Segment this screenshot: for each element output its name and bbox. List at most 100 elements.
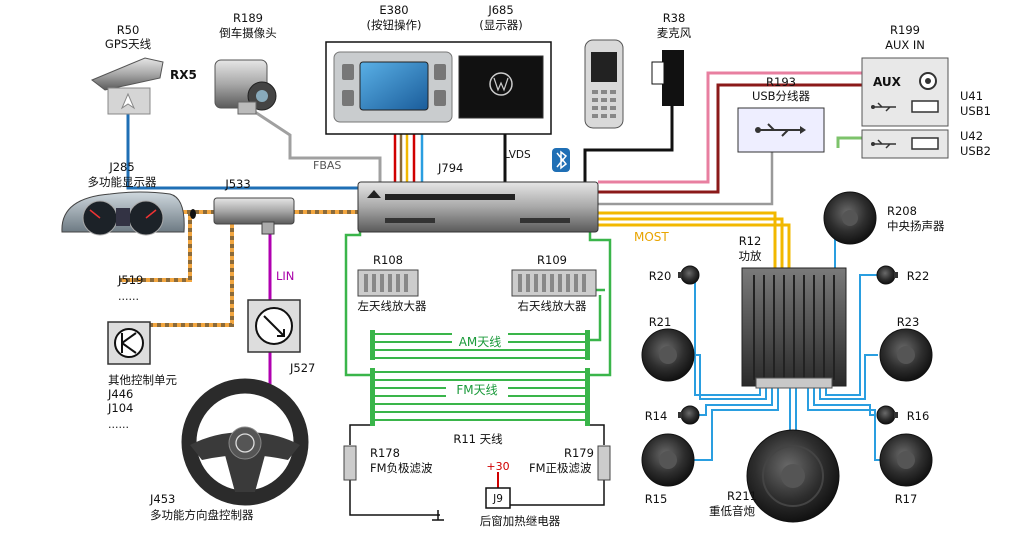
r50-name: GPS天线: [105, 37, 152, 51]
aux-usb-module-r199: AUX R199 AUX IN: [861, 23, 949, 127]
speaker-r17-cone: [897, 451, 915, 469]
control-unit-icon: [114, 328, 144, 358]
r38-code: R38: [663, 11, 686, 25]
fm-busbar-left: [370, 368, 375, 426]
u41-code: U41: [960, 89, 983, 103]
r50-code: R50: [117, 23, 140, 37]
j685-name: (显示器): [479, 18, 522, 32]
mic-body: [662, 50, 684, 106]
lin-label: LIN: [276, 269, 294, 283]
j285-name: 多功能显示器: [88, 175, 157, 189]
vw-logo-icon: [489, 72, 513, 96]
r208-code: R208: [887, 204, 917, 218]
subwoofer-r211-cone: [781, 464, 805, 488]
others-code-1: J446: [107, 387, 133, 401]
r109-name: 右天线放大器: [518, 299, 587, 313]
r211-code: R211: [727, 489, 757, 503]
wheel-lower-spoke: [225, 455, 265, 492]
tweeter-r14-icon: [680, 405, 700, 425]
wheel-hub: [228, 426, 262, 460]
can-splice-dot: [190, 209, 196, 219]
am-wire: [588, 295, 602, 342]
nav-arrow-icon: [120, 92, 136, 110]
j9-code: J9: [492, 493, 503, 505]
lvds-label: LVDS: [504, 149, 531, 161]
usb-hub-wire: [598, 152, 774, 206]
usb-icon-1: [871, 102, 896, 112]
head-unit-j794: [357, 181, 599, 233]
tweeter-r16-tab: [894, 412, 898, 418]
j794-code: J794: [437, 161, 463, 175]
e380-name: (按钮操作): [367, 18, 422, 32]
r178-code: R178: [370, 446, 400, 460]
r21-code: R21: [649, 315, 672, 329]
r109-fins: [518, 274, 586, 292]
r193-name: USB分线器: [752, 89, 811, 103]
most-wire-c: [598, 223, 791, 268]
u42-name: USB2: [960, 144, 991, 158]
aux-panel: [861, 57, 949, 127]
gps-antenna-r50: R50 GPS天线 RX5: [91, 23, 197, 115]
r179-code: R179: [564, 446, 594, 460]
r199-code: R199: [890, 23, 920, 37]
j9-name: 后窗加热继电器: [480, 514, 561, 528]
r178-wire: [349, 424, 440, 516]
aux-jack-hole: [925, 78, 931, 84]
rear-heater-relay-j9: +30 J9 后窗加热继电器: [480, 460, 561, 528]
sd-slot-1: [385, 218, 435, 223]
usb-icon-2: [871, 139, 896, 149]
cluster-center-display: [116, 208, 130, 226]
subwoofer-r211-surround: [762, 445, 824, 507]
tweeter-r16-icon: [876, 405, 896, 425]
usb-hub-r193: R193 USB分线器: [737, 75, 825, 153]
gauge-needles: [89, 209, 157, 219]
others-code-2: J104: [107, 401, 133, 415]
usb-port-1: [911, 100, 939, 113]
e380-code: E380: [379, 3, 408, 17]
camera-connector: [237, 101, 257, 115]
r189-code: R189: [233, 11, 263, 25]
r17-code: R17: [895, 492, 918, 506]
fm-antenna-lines: [374, 371, 586, 421]
aux-wire: [598, 83, 862, 194]
gateway-connector: [261, 221, 275, 235]
am-busbar-right: [585, 330, 590, 360]
cd-slot: [385, 194, 515, 200]
speaker-r15-cone: [659, 451, 677, 469]
bluetooth-icon: [552, 148, 570, 172]
j527-arrow-icon: [263, 315, 285, 337]
camera-lens-glass: [256, 90, 268, 102]
mobile-phone: [584, 39, 624, 129]
j685-code: J685: [487, 3, 513, 17]
other-control-units: 其他控制单元 J446 J104 ……: [107, 321, 177, 431]
r109-code: R109: [537, 253, 567, 267]
steering-column-j527: J527: [247, 299, 315, 375]
j9-supply: +30: [486, 460, 509, 473]
r14-code: R14: [645, 409, 668, 423]
r20-code: R20: [649, 269, 672, 283]
wheel-vw-logo-icon: [235, 433, 255, 453]
speaker-r23-cone: [897, 346, 915, 364]
fm-neg-filter-r178: R178 FM负极滤波: [343, 445, 433, 481]
most-wire-a: [598, 211, 777, 268]
mic-clip: [651, 61, 665, 85]
j685-screen: [458, 55, 544, 119]
r16-code: R16: [907, 409, 930, 423]
u42-code: U42: [960, 129, 983, 143]
antenna-wire-right: [588, 230, 612, 377]
instrument-cluster-j285: J285 多功能显示器: [61, 160, 185, 236]
speaker-r208-cone: [842, 210, 858, 226]
tweeter-r20-tab: [678, 272, 682, 278]
fm-antenna-label: FM天线: [456, 383, 497, 397]
sd-slot-2: [520, 218, 570, 223]
gps-antenna-shape: [91, 57, 164, 91]
others-name: 其他控制单元: [108, 373, 177, 387]
u41-name: USB1: [960, 104, 991, 118]
rx5-tag: RX5: [170, 68, 197, 82]
e380-screen: [359, 61, 429, 111]
fbas-label: FBAS: [313, 159, 341, 172]
subwoofer-r211: R211 重低音炮: [709, 429, 840, 523]
steering-wheel-j453: J453 多功能方向盘控制器: [149, 378, 309, 522]
r108-code: R108: [373, 253, 403, 267]
gateway-j533: J533: [213, 177, 295, 235]
